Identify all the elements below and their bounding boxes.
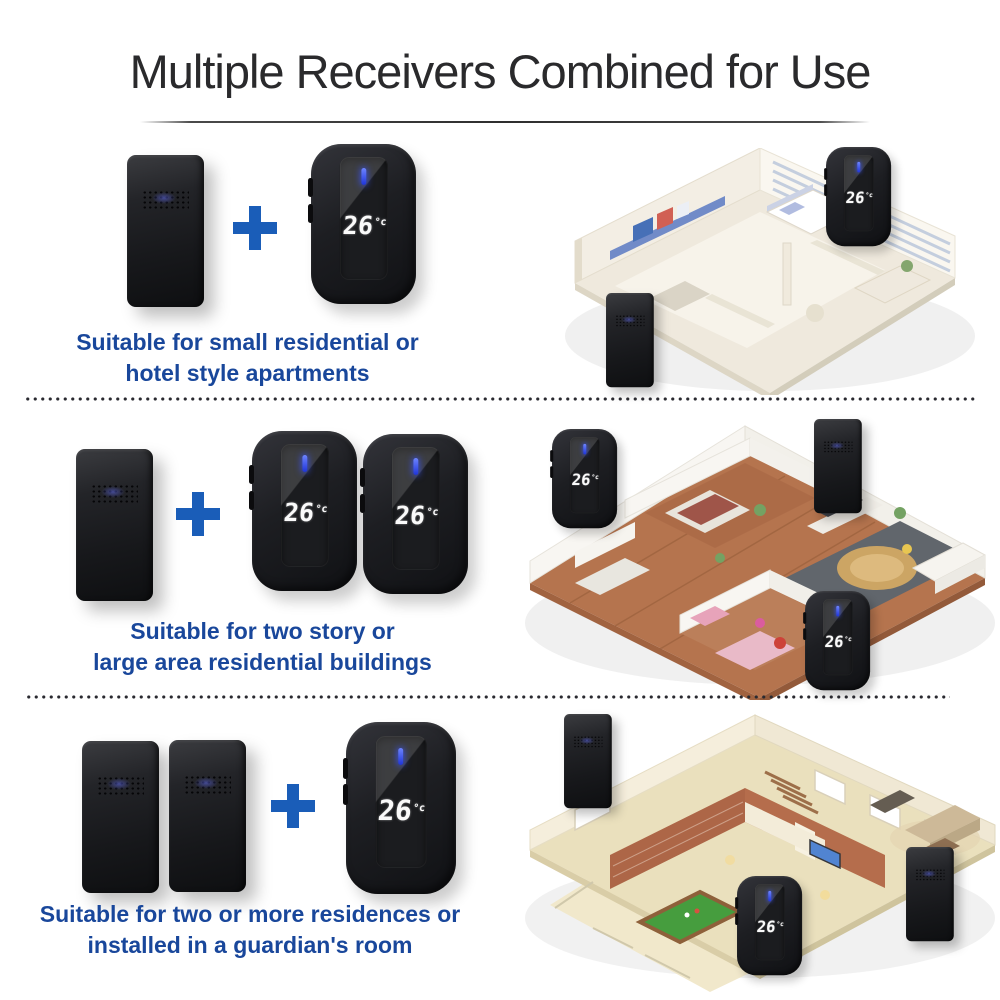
cabinet bbox=[650, 281, 710, 311]
sofa bbox=[853, 265, 932, 304]
caption-line: Suitable for two or more residences or bbox=[39, 901, 461, 927]
temperature-readout: 26°c bbox=[823, 633, 853, 651]
row-3-caption: Suitable for two or more residences or i… bbox=[0, 899, 500, 961]
receiver-screen: 26°c bbox=[339, 156, 388, 280]
speaker-grille bbox=[823, 440, 853, 453]
wall-art bbox=[633, 217, 653, 242]
doorbell-receiver: 26°c bbox=[803, 591, 871, 691]
temperature-readout: 26°c bbox=[570, 471, 600, 489]
kitchen-counter bbox=[575, 558, 650, 595]
temperature-value: 26 bbox=[392, 500, 427, 530]
temperature-readout: 26°c bbox=[376, 794, 427, 827]
row-2-caption: Suitable for two story or large area res… bbox=[25, 616, 500, 678]
doorbell-receiver: 26°c bbox=[550, 429, 618, 529]
window bbox=[814, 768, 846, 806]
doorbell-receiver: 26°c bbox=[735, 876, 803, 976]
patio-railing bbox=[644, 954, 691, 979]
plus-icon bbox=[271, 784, 315, 828]
temperature-unit: °c bbox=[314, 503, 328, 515]
caption-line: Suitable for two story or bbox=[130, 618, 395, 644]
temperature-unit: °c bbox=[864, 192, 873, 200]
temperature-readout: 26°c bbox=[339, 211, 387, 240]
tv bbox=[809, 838, 841, 870]
speaker-grille bbox=[183, 774, 232, 795]
speaker-grille bbox=[915, 868, 945, 881]
doorbell-receiver: 26°c bbox=[308, 144, 416, 304]
doorbell-receiver: 26°c bbox=[360, 434, 468, 594]
temperature-unit: °c bbox=[590, 474, 599, 482]
temperature-unit: °c bbox=[775, 921, 784, 929]
temperature-value: 26 bbox=[823, 632, 845, 651]
receiver-screen: 26°c bbox=[391, 446, 440, 570]
receiver-screen: 26°c bbox=[843, 154, 874, 232]
temperature-value: 26 bbox=[844, 188, 866, 207]
receiver-screen: 26°c bbox=[754, 883, 785, 961]
speaker-grille bbox=[141, 189, 190, 210]
doorbell-receiver: 26°c bbox=[249, 431, 357, 591]
receiver-screen: 26°c bbox=[569, 436, 600, 514]
plus-icon bbox=[233, 206, 277, 250]
speaker-grille bbox=[96, 775, 145, 796]
speaker-grille bbox=[573, 735, 603, 748]
doorbell-transmitter bbox=[127, 155, 204, 307]
temperature-value: 26 bbox=[570, 470, 592, 489]
doorbell-transmitter bbox=[906, 847, 954, 942]
receiver-screen: 26°c bbox=[375, 735, 427, 869]
temperature-readout: 26°c bbox=[391, 501, 439, 530]
signal-led bbox=[412, 457, 418, 475]
signal-led bbox=[835, 605, 840, 617]
signal-led bbox=[301, 454, 307, 472]
receiver-screen: 26°c bbox=[280, 443, 329, 567]
speaker-grille bbox=[615, 314, 645, 327]
receiver-screen: 26°c bbox=[822, 598, 853, 676]
caption-line: Suitable for small residential or bbox=[76, 329, 419, 355]
temperature-readout: 26°c bbox=[755, 918, 785, 936]
signal-led bbox=[582, 443, 587, 455]
doorbell-transmitter bbox=[606, 293, 654, 388]
temperature-readout: 26°c bbox=[844, 189, 874, 207]
floorplan-3-illustration bbox=[525, 714, 996, 992]
doorbell-transmitter bbox=[76, 449, 153, 601]
temperature-value: 26 bbox=[281, 497, 316, 527]
temperature-readout: 26°c bbox=[280, 498, 328, 527]
caption-line: installed in a guardian's room bbox=[87, 932, 413, 958]
sofa bbox=[905, 805, 980, 843]
kids-room bbox=[680, 588, 845, 670]
staircase bbox=[782, 794, 819, 815]
temperature-unit: °c bbox=[373, 216, 387, 228]
brick-wall bbox=[610, 788, 745, 889]
temperature-unit: °c bbox=[412, 803, 426, 815]
caption-line: large area residential buildings bbox=[93, 649, 432, 675]
signal-led bbox=[398, 747, 404, 765]
plant bbox=[901, 260, 913, 272]
title-underline bbox=[140, 121, 870, 123]
row-1-caption: Suitable for small residential or hotel … bbox=[10, 327, 485, 389]
doorbell-receiver: 26°c bbox=[343, 722, 456, 894]
plant bbox=[754, 504, 766, 516]
temperature-value: 26 bbox=[755, 917, 777, 936]
doorbell-transmitter bbox=[564, 714, 612, 809]
speaker-grille bbox=[90, 483, 139, 504]
plus-icon bbox=[176, 492, 220, 536]
doorbell-transmitter bbox=[814, 419, 862, 514]
doorbell-receiver: 26°c bbox=[824, 147, 892, 247]
temperature-unit: °c bbox=[843, 636, 852, 644]
temperature-value: 26 bbox=[340, 210, 375, 240]
dotted-divider bbox=[24, 397, 976, 401]
page-title: Multiple Receivers Combined for Use bbox=[129, 45, 872, 98]
signal-led bbox=[360, 167, 366, 185]
caption-line: hotel style apartments bbox=[125, 360, 370, 386]
signal-led bbox=[767, 890, 772, 902]
doorbell-transmitter bbox=[82, 741, 159, 893]
signal-led bbox=[856, 161, 861, 173]
temperature-unit: °c bbox=[425, 506, 439, 518]
blue-wall-shelf bbox=[610, 196, 725, 260]
doorbell-transmitter bbox=[169, 740, 246, 892]
temperature-value: 26 bbox=[376, 794, 414, 828]
floorplan-bungalow bbox=[525, 714, 996, 992]
dotted-divider bbox=[25, 695, 950, 699]
